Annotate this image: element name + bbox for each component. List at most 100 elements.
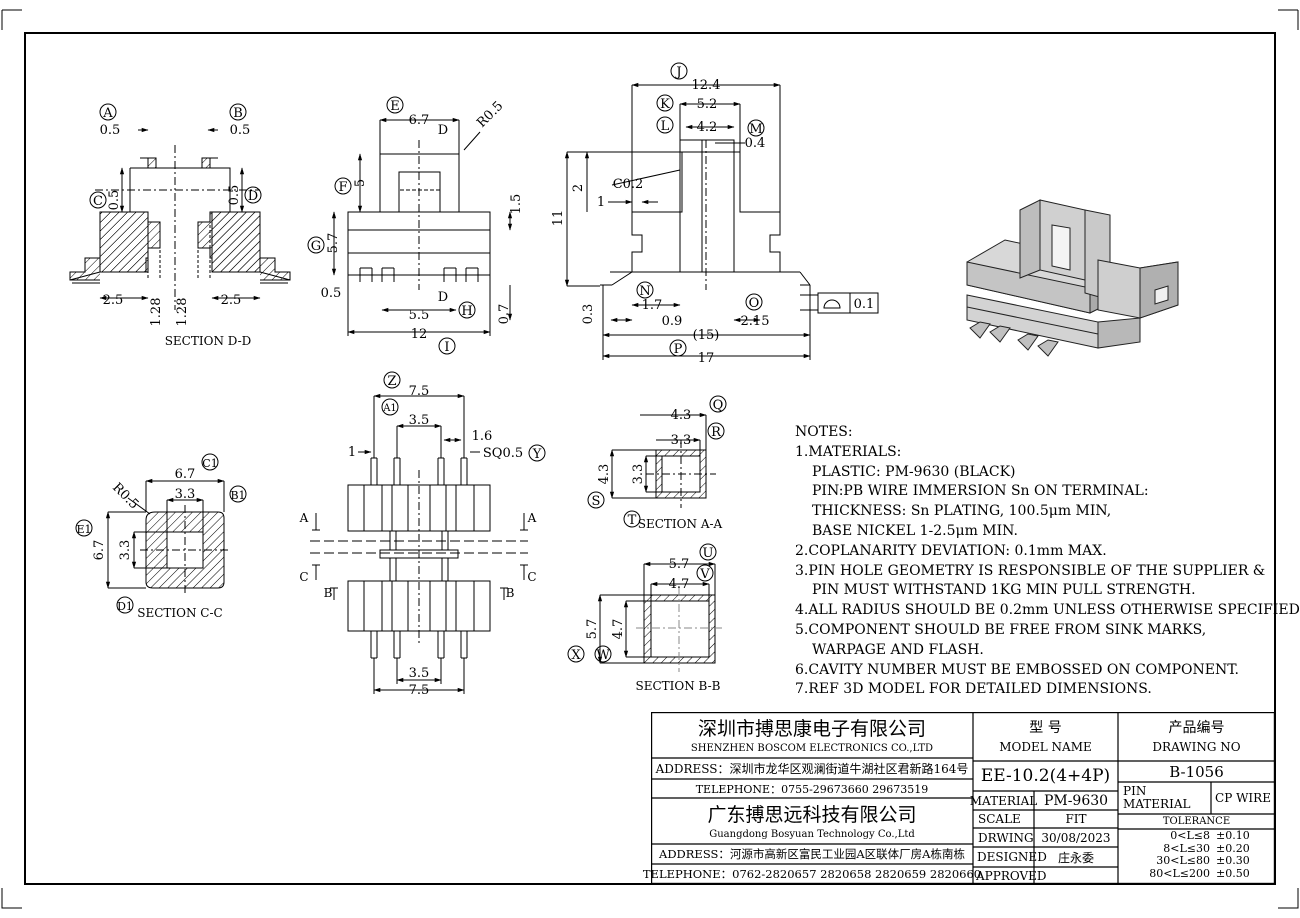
callout-w: W bbox=[596, 648, 610, 663]
dim-right-2-5: 2.5 bbox=[221, 293, 242, 308]
cut-a-left: A bbox=[299, 511, 309, 525]
callout-t: T bbox=[628, 513, 637, 528]
note-3: 3.PIN HOLE GEOMETRY IS RESPONSIBLE OF TH… bbox=[795, 562, 1266, 579]
section-b-b-title: SECTION B-B bbox=[636, 679, 721, 693]
dim-2: 2 bbox=[571, 184, 586, 192]
cut-c-left: C bbox=[299, 570, 308, 584]
section-c-c-labels: C1 B1 E1 D1 6.7 3.3 R0.5 6.7 3.3 SECTION… bbox=[75, 453, 247, 620]
tolerance-value: ±0.50 bbox=[1216, 866, 1250, 880]
tolerance-row: 0<L≤8 ±0.10 bbox=[1118, 829, 1275, 843]
dim-t: 3.3 bbox=[631, 464, 646, 485]
material-value: PM-9630 bbox=[1043, 792, 1109, 809]
note-2: 2.COPLANARITY DEVIATION: 0.1mm MAX. bbox=[795, 542, 1107, 559]
dim-c1: 6.7 bbox=[175, 467, 196, 482]
callout-z: Z bbox=[387, 374, 396, 389]
callout-u: U bbox=[703, 546, 714, 561]
note-1: 1.MATERIALS: bbox=[795, 443, 902, 460]
dim-left-2-5: 2.5 bbox=[103, 293, 124, 308]
designed-value: 庄永委 bbox=[1057, 850, 1094, 865]
note-1-nickel: BASE NICKEL 1-2.5μm MIN. bbox=[812, 522, 1018, 539]
dim-1: 1 bbox=[597, 195, 605, 210]
callout-b1: B1 bbox=[230, 489, 245, 502]
callout-d1: D1 bbox=[117, 600, 133, 613]
company1-name-en: SHENZHEN BOSCOM ELECTRONICS CO.,LTD bbox=[690, 742, 934, 754]
callout-h: H bbox=[461, 304, 472, 319]
section-d-d-labels: A B C D 0.5 0.5 0.5 0.5 2.5 2.5 1.28 1.2… bbox=[89, 103, 262, 348]
dim-a1: 3.5 bbox=[409, 413, 430, 428]
section-a-a-view bbox=[609, 412, 716, 508]
dim-r: 3.3 bbox=[671, 433, 692, 448]
tolerance-value: ±0.10 bbox=[1216, 829, 1250, 842]
dim-0-9: 0.9 bbox=[662, 314, 683, 329]
section-c-c-view bbox=[105, 478, 230, 595]
dim-d-top: D bbox=[438, 123, 448, 138]
callout-n: N bbox=[639, 284, 650, 299]
material-label: MATERIAL bbox=[969, 793, 1038, 808]
note-6: 6.CAVITY NUMBER MUST BE EMBOSSED ON COMP… bbox=[795, 661, 1239, 678]
company2-address: ADDRESS：河源市高新区富民工业园A区联体厂房A栋南栋 bbox=[659, 847, 965, 861]
drawing-no-label-en: DRAWING NO bbox=[1152, 740, 1241, 754]
dim-1-6: 1.6 bbox=[472, 429, 493, 444]
section-c-c-title: SECTION C-C bbox=[137, 606, 222, 620]
dim-j: 12.4 bbox=[692, 78, 721, 93]
dim-u: 5.7 bbox=[669, 557, 690, 572]
dim-h: 5.5 bbox=[409, 308, 430, 323]
dim-c: 0.5 bbox=[107, 190, 122, 211]
callout-c1: C1 bbox=[202, 457, 217, 470]
tolerance-row: 80<L≤200±0.50 bbox=[1118, 866, 1275, 881]
dim-0-5: 0.5 bbox=[321, 286, 342, 301]
section-b-b-view bbox=[597, 561, 722, 672]
dim-a: 0.5 bbox=[100, 123, 121, 138]
notes-block: NOTES: 1.MATERIALS: PLASTIC: PM-9630 (BL… bbox=[795, 423, 1300, 700]
dim-o: 2.15 bbox=[741, 314, 770, 329]
cut-c-right: C bbox=[527, 570, 536, 584]
note-5-cont: WARPAGE AND FLASH. bbox=[812, 641, 984, 658]
title-block-grid bbox=[651, 712, 1275, 884]
model-value: EE-10.2(4+4P) bbox=[980, 766, 1111, 786]
tolerance-range: 8<L≤30 bbox=[1163, 841, 1210, 855]
front-view bbox=[331, 117, 513, 336]
model-label-en: MODEL NAME bbox=[999, 740, 1092, 754]
company1-name-cn: 深圳市搏思康电子有限公司 bbox=[697, 717, 926, 740]
drwing-date: 30/08/2023 bbox=[1041, 830, 1111, 845]
drwing-label: DRWING bbox=[978, 830, 1034, 845]
callout-y: Y bbox=[532, 447, 542, 462]
company2-name-en: Guangdong Bosyuan Technology Co.,Ltd bbox=[709, 828, 915, 840]
callout-f: F bbox=[338, 180, 347, 195]
callout-a1: A1 bbox=[382, 403, 397, 414]
dim-x: 5.7 bbox=[585, 619, 600, 640]
dim-1-28-left: 1.28 bbox=[149, 298, 164, 327]
cut-b-right: B bbox=[506, 586, 515, 600]
company2-name-cn: 广东搏思远科技有限公司 bbox=[707, 803, 917, 826]
dim-s: 4.3 bbox=[597, 464, 612, 485]
dim-15: (15) bbox=[693, 328, 720, 343]
dim-0-3: 0.3 bbox=[581, 304, 596, 325]
dim-w: 4.7 bbox=[611, 619, 626, 640]
dim-b1: 3.3 bbox=[175, 487, 196, 502]
dim-m: 0.4 bbox=[745, 136, 766, 151]
3d-model-view bbox=[966, 199, 1179, 357]
dim-v: 4.7 bbox=[669, 577, 690, 592]
dim-1-pin: 1 bbox=[348, 445, 356, 460]
callout-q: Q bbox=[713, 398, 724, 413]
note-4: 4.ALL RADIUS SHOULD BE 0.2mm UNLESS OTHE… bbox=[795, 602, 1300, 619]
dim-k: 5.2 bbox=[697, 97, 718, 112]
scale-label: SCALE bbox=[978, 812, 1021, 826]
note-1-plastic: PLASTIC: PM-9630 (BLACK) bbox=[812, 463, 1016, 480]
dim-z: 7.5 bbox=[409, 384, 430, 399]
callout-g: G bbox=[311, 239, 321, 254]
note-3-cont: PIN MUST WITHSTAND 1KG MIN PULL STRENGTH… bbox=[812, 582, 1196, 599]
tolerance-row: 8<L≤30±0.20 bbox=[1118, 841, 1275, 856]
side-view-labels: J K L M N O P 12.4 5.2 4.2 0.4 C0.2 2 1 … bbox=[551, 62, 874, 366]
approved-label: APPROVED bbox=[976, 868, 1047, 883]
dim-r05-cc: R0.5 bbox=[109, 480, 141, 512]
callout-i: I bbox=[444, 340, 449, 355]
section-a-a-title: SECTION A-A bbox=[638, 517, 723, 531]
callout-r: R bbox=[711, 425, 722, 440]
company1-telephone: TELEPHONE：0755-29673660 29673519 bbox=[695, 782, 929, 796]
tolerance-range: 0<L≤8 bbox=[1170, 829, 1210, 842]
front-view-labels: E F G H I 6.7 D R0.5 5 5.7 1.5 0.5 D 5.5… bbox=[307, 96, 524, 355]
tolerance-row: 30<L≤80±0.30 bbox=[1118, 854, 1275, 868]
bottom-view-labels: Z A1 Y 7.5 3.5 1.6 1 SQ0.5 3.5 7.5 A A C… bbox=[299, 371, 546, 698]
tolerance-range: 30<L≤80 bbox=[1156, 854, 1210, 867]
